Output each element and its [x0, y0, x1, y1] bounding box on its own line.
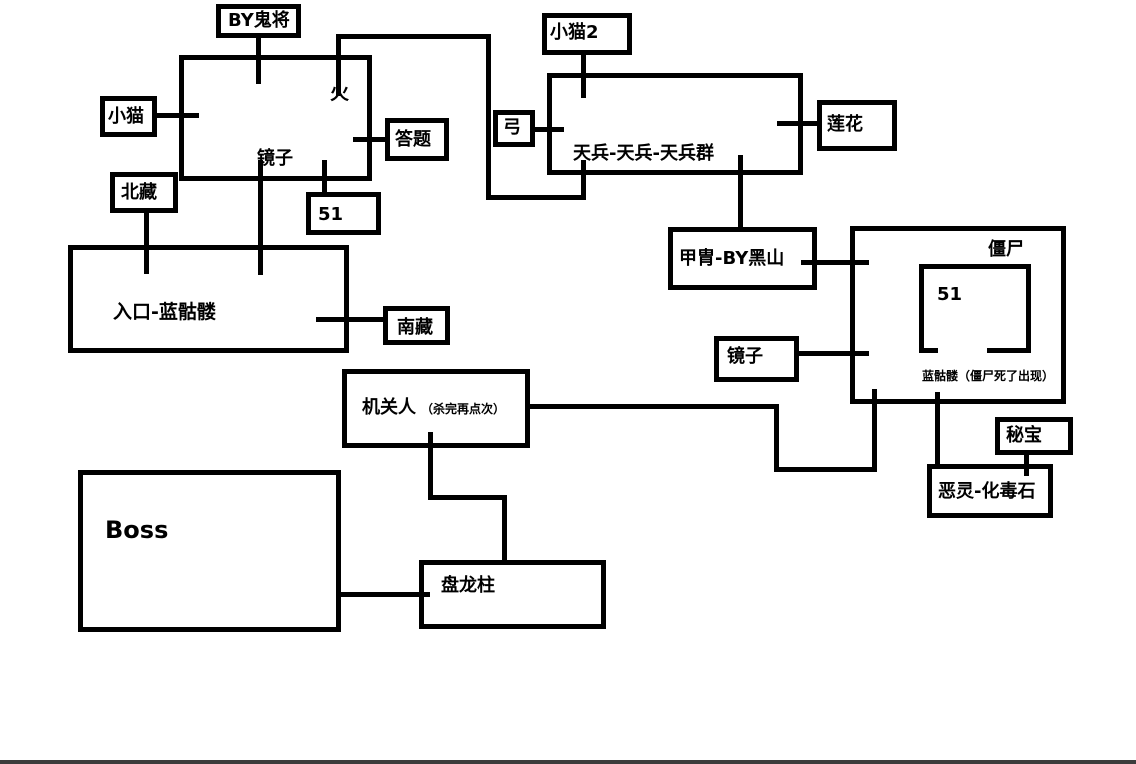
zombie-inner-label: 51: [937, 284, 963, 305]
connector-line: [336, 592, 430, 597]
zombie-room[interactable]: [850, 226, 1066, 404]
fire-label: 火: [330, 82, 350, 104]
connector-line: [935, 392, 940, 467]
connector-line: [872, 389, 877, 472]
mechanism-room[interactable]: [342, 369, 530, 448]
node-by-ghost-general-label: BY鬼将: [228, 10, 290, 31]
start-room-label: 入口-蓝骷髅: [113, 301, 216, 323]
node-treasure[interactable]: [995, 417, 1073, 455]
connector-line: [486, 195, 586, 200]
zombie-room-note: 蓝骷髅（僵尸死了出现）: [922, 369, 1055, 383]
connector-line: [155, 113, 199, 118]
soldiers-room-label: 天兵-天兵-天兵群: [573, 143, 714, 164]
node-south-vault-label: 南藏: [397, 317, 433, 338]
node-armor[interactable]: [668, 227, 817, 290]
node-evil-spirit[interactable]: [927, 464, 1053, 518]
inner-room-wall: [919, 264, 924, 353]
soldiers-room[interactable]: [547, 73, 803, 175]
node-lotus-label: 莲花: [827, 114, 863, 135]
mechanism-room-note: （杀完再点次）: [421, 402, 506, 416]
node-north-vault[interactable]: [110, 172, 178, 213]
connector-line: [502, 495, 507, 562]
mirror-room[interactable]: [179, 55, 372, 181]
connector-line: [774, 467, 877, 472]
node-cat2-label: 小猫2: [550, 22, 599, 43]
node-south-vault[interactable]: [383, 306, 450, 345]
node-cat[interactable]: [100, 96, 157, 137]
node-armor-label: 甲胄-BY黑山: [679, 248, 785, 269]
connector-line: [797, 351, 869, 356]
connector-line: [336, 34, 341, 96]
node-quiz[interactable]: [385, 118, 449, 161]
connector-line: [256, 36, 261, 84]
connector-line: [528, 404, 778, 409]
boss-room-label: Boss: [105, 516, 169, 544]
node-cat2[interactable]: [542, 13, 632, 55]
pillar-room[interactable]: [419, 560, 606, 629]
connector-line: [738, 155, 743, 230]
node-evil-spirit-label: 恶灵-化毒石: [938, 481, 1036, 502]
connector-line: [774, 404, 779, 472]
node-north-vault-label: 北藏: [121, 182, 157, 203]
node-bow[interactable]: [493, 110, 535, 147]
zombie-room-label: 僵尸: [988, 239, 1024, 260]
start-room[interactable]: [68, 245, 349, 353]
inner-room-wall: [1026, 264, 1031, 353]
inner-room-wall: [919, 264, 1031, 269]
node-mirror2-label: 镜子: [727, 346, 763, 367]
connector-line: [801, 260, 869, 265]
boss-room[interactable]: [78, 470, 341, 632]
pillar-room-label: 盘龙柱: [441, 575, 495, 596]
connector-line: [336, 34, 491, 39]
node-quiz-label: 答题: [395, 129, 431, 150]
connector-line: [316, 317, 386, 322]
connector-line: [428, 432, 433, 500]
node-mirror2[interactable]: [714, 336, 799, 382]
connector-line: [144, 210, 149, 274]
connector-line: [486, 34, 491, 200]
node-bow-label: 弓: [503, 117, 521, 138]
node-lotus[interactable]: [817, 100, 897, 151]
inner-room-wall: [987, 348, 1031, 353]
node-cat-label: 小猫: [108, 106, 144, 127]
connector-line: [428, 495, 507, 500]
window-bottom-edge: [0, 760, 1136, 764]
mechanism-room-label: 机关人: [362, 397, 416, 418]
node-treasure-label: 秘宝: [1006, 425, 1042, 446]
node-by-ghost-general[interactable]: [216, 4, 301, 38]
connector-line: [581, 160, 586, 200]
connector-line: [258, 160, 263, 275]
node-fifty-one-label: 51: [318, 204, 344, 225]
inner-room-wall: [919, 348, 938, 353]
mirror-room-label: 镜子: [257, 148, 293, 169]
node-fifty-one[interactable]: [306, 192, 381, 235]
